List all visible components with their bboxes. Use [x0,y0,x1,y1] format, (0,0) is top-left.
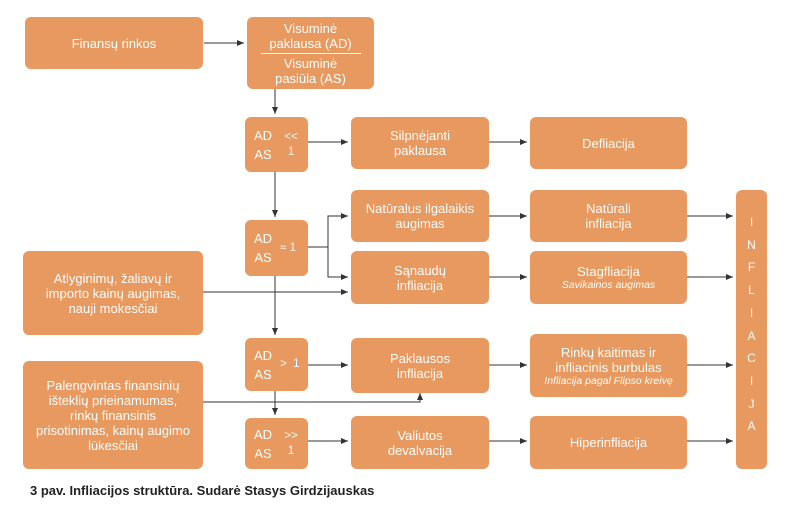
ratio-top: AD [254,426,273,442]
naturali-label: Natūrali infliacija [585,201,632,231]
as-title: Visuminė pasiūla (AS) [275,55,346,86]
valiutos-devalvacija-box: Valiutos devalvacija [351,416,489,469]
atlyginimu-augimas-box: Atlyginimų, žaliavų ir importo kainų aug… [23,251,203,335]
hiperinfliacija-box: Hiperinfliacija [530,416,687,469]
ratio-top: AD [254,127,273,143]
sanaudu-label: Sąnaudų infliacija [393,262,447,293]
hiperinfliacija-label: Hiperinfliacija [569,435,648,450]
silpnejanti-label: Silpnėjanti paklausa [390,128,450,158]
ratio-fraction: AD AS [254,126,272,164]
ratio-operator: >> 1 [284,429,298,457]
finansu-rinkos-box: Finansų rinkos [25,17,203,69]
defliacija-box: Defliacija [530,117,687,169]
ratio-top: AD [254,347,273,363]
naturalus-label: Natūralus ilgalaikis augimas [365,201,475,231]
ad-as-divider [260,52,361,54]
stagfliacija-label: Stagfliacija [577,264,640,279]
ratio-operator: > 1 [280,358,300,370]
atlyginimu-label: Atlyginimų, žaliavų ir importo kainų aug… [45,270,181,316]
ratio-fraction: AD AS [254,229,272,267]
stagfliacija-sublabel: Savikainos augimas [561,279,656,291]
valiutos-label: Valiutos devalvacija [387,427,453,458]
sanaudu-infliacija-box: Sąnaudų infliacija [351,251,489,304]
arrow-palengvintas-to-paklausos [203,393,423,403]
infliacija-letter: A [747,419,756,434]
ratio-operator: ≈ 1 [280,241,296,254]
infliacija-letter: J [748,396,755,411]
ratio-bottom: AS [254,146,272,162]
finansu-rinkos-label: Finansų rinkos [71,35,157,51]
infliacija-letter: C [747,351,756,366]
naturali-infliacija-box: Natūrali infliacija [530,190,687,242]
figure-caption: 3 pav. Infliacijos struktūra. Sudarė Sta… [30,483,375,498]
ratio-fraction: AD AS [254,425,272,463]
stagfliacija-box: Stagfliacija Savikainos augimas [530,251,687,304]
ratio-box-greater: AD AS > 1 [245,338,308,391]
silpnejanti-paklausa-box: Silpnėjanti paklausa [351,117,489,169]
arrow-branch-to-sanaudu [327,247,348,280]
infliacija-letter: F [747,260,756,275]
rinku-kaitimas-label: Rinkų kaitimas ir infliacinis burbulas [555,344,662,375]
ratio-bottom: AS [254,445,272,461]
naturalus-augimas-box: Natūralus ilgalaikis augimas [351,190,489,242]
paklausos-infliacija-box: Paklausos infliacija [351,338,489,393]
rinku-kaitimas-sublabel: Infliacija pagal Flipso kreivę [544,374,673,387]
rinku-kaitimas-box: Rinkų kaitimas ir infliacinis burbulas I… [530,334,687,397]
infliacija-letter: I [749,215,754,229]
paklausos-label: Paklausos infliacija [390,350,450,381]
ad-as-box: Visuminė paklausa (AD) Visuminė pasiūla … [247,17,374,89]
palengvintas-label: Palengvintas finansinių išteklių prieina… [36,377,190,453]
arrow-branch-to-naturalus [327,213,348,247]
defliacija-label: Defliacija [582,135,635,151]
ratio-box-much-greater: AD AS >> 1 [245,418,308,469]
ratio-box-approx: AD AS ≈ 1 [245,220,308,276]
infliacija-letter: N [747,237,756,252]
ratio-fraction: AD AS [254,346,272,384]
infliacija-letter: A [747,328,756,343]
ratio-operator: << 1 [284,130,298,158]
ratio-bottom: AS [254,250,272,265]
ad-title: Visuminė paklausa (AD) [269,20,352,51]
ratio-top: AD [254,231,273,246]
infliacija-letter: I [749,305,754,320]
ratio-bottom: AS [254,366,272,382]
ratio-box-much-less: AD AS << 1 [245,117,308,172]
infliacija-letter: I [749,373,754,388]
infliacija-letter: L [748,283,755,298]
palengvintas-prieinamumas-box: Palengvintas finansinių išteklių prieina… [23,361,203,469]
